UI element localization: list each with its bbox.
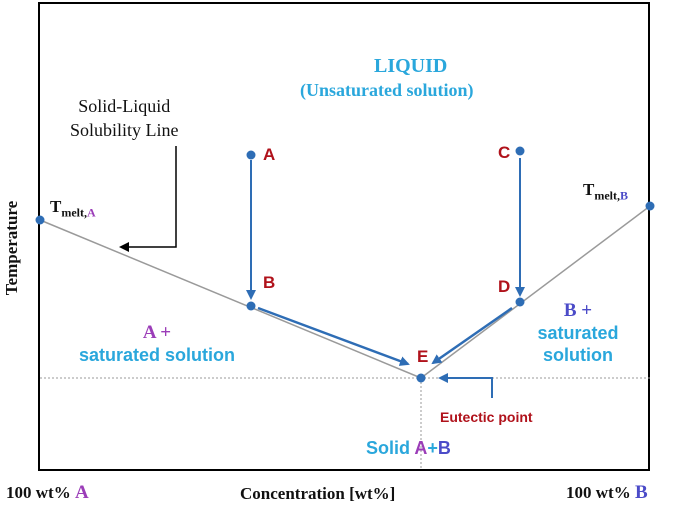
right-region-label: B + saturated solution [537,300,619,365]
point-d-label: D [498,277,511,296]
left-region-label: A + saturated solution [78,322,235,365]
point-e-marker [416,373,426,383]
liquidus-line-b [420,205,651,379]
point-c-label: C [498,143,511,162]
point-a-marker [246,150,256,160]
liquid-region-title: LIQUID [374,55,448,77]
arrow-b-to-e [257,306,410,366]
arrow-d-to-e [431,306,513,365]
x-axis-right-end-label: 100 wt% B [566,482,648,503]
liquidus-line-a [39,219,422,379]
diagram-frame [38,2,650,471]
point-c-marker [515,146,525,156]
eutectic-pointer-arrow [438,373,493,398]
melt-a-marker [35,215,45,225]
melt-b-marker [645,201,655,211]
point-d-marker [515,297,525,307]
melt-temperature-a-label: Tmelt,A [50,197,96,220]
x-axis-left-end-label: 100 wt% A [6,482,89,503]
point-b-marker [246,301,256,311]
liquid-region-subtitle: (Unsaturated solution) [300,80,474,100]
point-a-label: A [263,145,276,164]
y-axis-label: Temperature [2,200,21,296]
solubility-line-label: Solid-Liquid Solubility Line [70,96,179,140]
x-axis-label: Concentration [wt%] [240,484,396,503]
solubility-pointer-arrow [119,146,177,252]
solid-region-label: Solid A+B [366,438,451,458]
point-e-label: E [417,347,429,366]
melt-temperature-b-label: Tmelt,B [583,180,629,203]
point-b-label: B [263,273,276,292]
eutectic-point-label: Eutectic point [440,409,533,425]
